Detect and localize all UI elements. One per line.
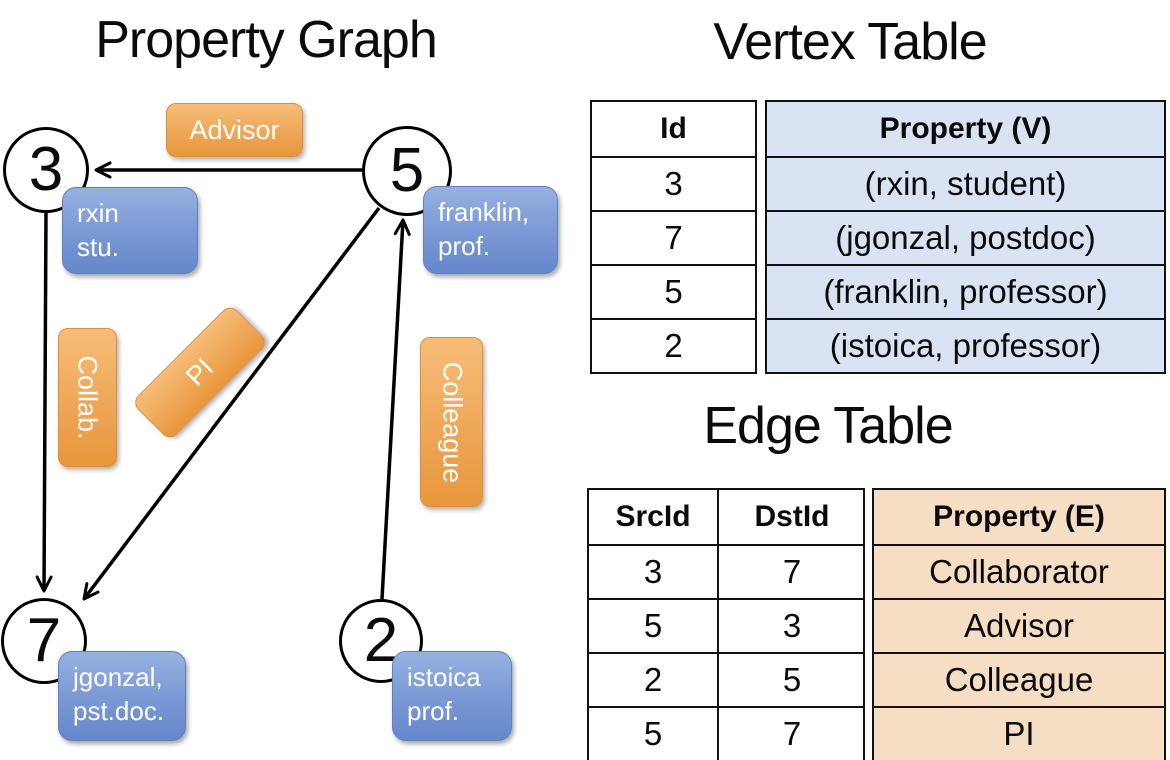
edge-table-title: Edge Table <box>703 397 953 455</box>
edge-label-text: Collab. <box>73 355 104 440</box>
table-cell: 7 <box>717 544 865 598</box>
edge-label-text: PI <box>180 352 220 392</box>
table-cell: 7 <box>717 706 865 760</box>
table-cell: (jgonzal, postdoc) <box>767 210 1164 264</box>
table-cell: Collaborator <box>874 544 1164 598</box>
graph-edges-svg <box>35 161 411 601</box>
vertex-property-line: stu. <box>77 231 119 262</box>
vertex-property-label-2: istoica prof. <box>392 651 512 741</box>
column-header-property-v: Property (V) <box>767 102 1164 156</box>
edge-label-advisor: Advisor <box>166 103 303 157</box>
column-header-property-e: Property (E) <box>874 490 1164 544</box>
edge-colleague-line-2-to-5 <box>380 218 411 600</box>
vertex-table-property-column: Property (V) (rxin, student) (jgonzal, p… <box>765 100 1166 374</box>
vertex-property-line: franklin, <box>438 197 530 227</box>
column-header-srcid: SrcId <box>615 500 691 533</box>
vertex-property-line: pst.doc. <box>73 695 165 726</box>
table-cell: (istoica, professor) <box>767 318 1164 372</box>
table-cell: 2 <box>589 652 717 706</box>
vertex-property-label-3: rxin stu. <box>62 187 198 274</box>
column-header-id: Id <box>660 112 687 145</box>
edge-label-text: Advisor <box>189 114 280 145</box>
edge-table: SrcId DstId 3 7 5 3 2 5 5 7 Property (E)… <box>587 488 1166 760</box>
table-cell: 2 <box>592 318 755 372</box>
vertex-property-line: rxin <box>77 198 119 228</box>
table-cell: Advisor <box>874 598 1164 652</box>
edge-collab-line-3-to-7 <box>35 211 53 593</box>
table-cell: 3 <box>589 544 717 598</box>
table-cell: 3 <box>592 156 755 210</box>
node-id: 5 <box>389 136 425 205</box>
table-cell: 5 <box>717 652 865 706</box>
table-cell: PI <box>874 706 1164 760</box>
table-cell: Colleague <box>874 652 1164 706</box>
table-cell: 3 <box>717 598 865 652</box>
edge-pi-line-5-to-7 <box>82 206 381 601</box>
table-cell: 5 <box>592 264 755 318</box>
node-id: 3 <box>28 135 64 204</box>
table-cell: 7 <box>592 210 755 264</box>
vertex-table-id-column: Id 3 7 5 2 <box>590 100 757 374</box>
graph-title: Property Graph <box>95 11 438 69</box>
table-cell: 5 <box>589 706 717 760</box>
column-header-dstid: DstId <box>717 490 865 544</box>
vertex-table-title: Vertex Table <box>713 13 987 71</box>
edge-table-id-columns: SrcId DstId 3 7 5 3 2 5 5 7 <box>587 488 865 760</box>
table-cell: 5 <box>589 598 717 652</box>
edge-label-text: Colleague <box>437 361 467 483</box>
vertex-property-line: jgonzal, <box>73 662 163 692</box>
vertex-property-label-7: jgonzal, pst.doc. <box>58 651 186 741</box>
vertex-property-label-5: franklin, prof. <box>423 186 558 274</box>
edge-label-collab: Collab. <box>58 328 117 467</box>
vertex-property-line: prof. <box>438 230 491 261</box>
vertex-table: Id 3 7 5 2 Property (V) (rxin, student) … <box>590 100 1166 374</box>
edge-table-property-column: Property (E) Collaborator Advisor Collea… <box>872 488 1166 760</box>
vertex-property-line: istoica <box>407 662 481 692</box>
edge-label-colleague: Colleague <box>420 337 483 507</box>
table-cell: (franklin, professor) <box>767 264 1164 318</box>
table-cell: (rxin, student) <box>767 156 1164 210</box>
graph-node-2: 2 <box>339 599 423 683</box>
graph-node-5: 5 <box>362 126 452 216</box>
node-id: 7 <box>26 606 62 675</box>
vertex-property-line: prof. <box>407 695 460 726</box>
